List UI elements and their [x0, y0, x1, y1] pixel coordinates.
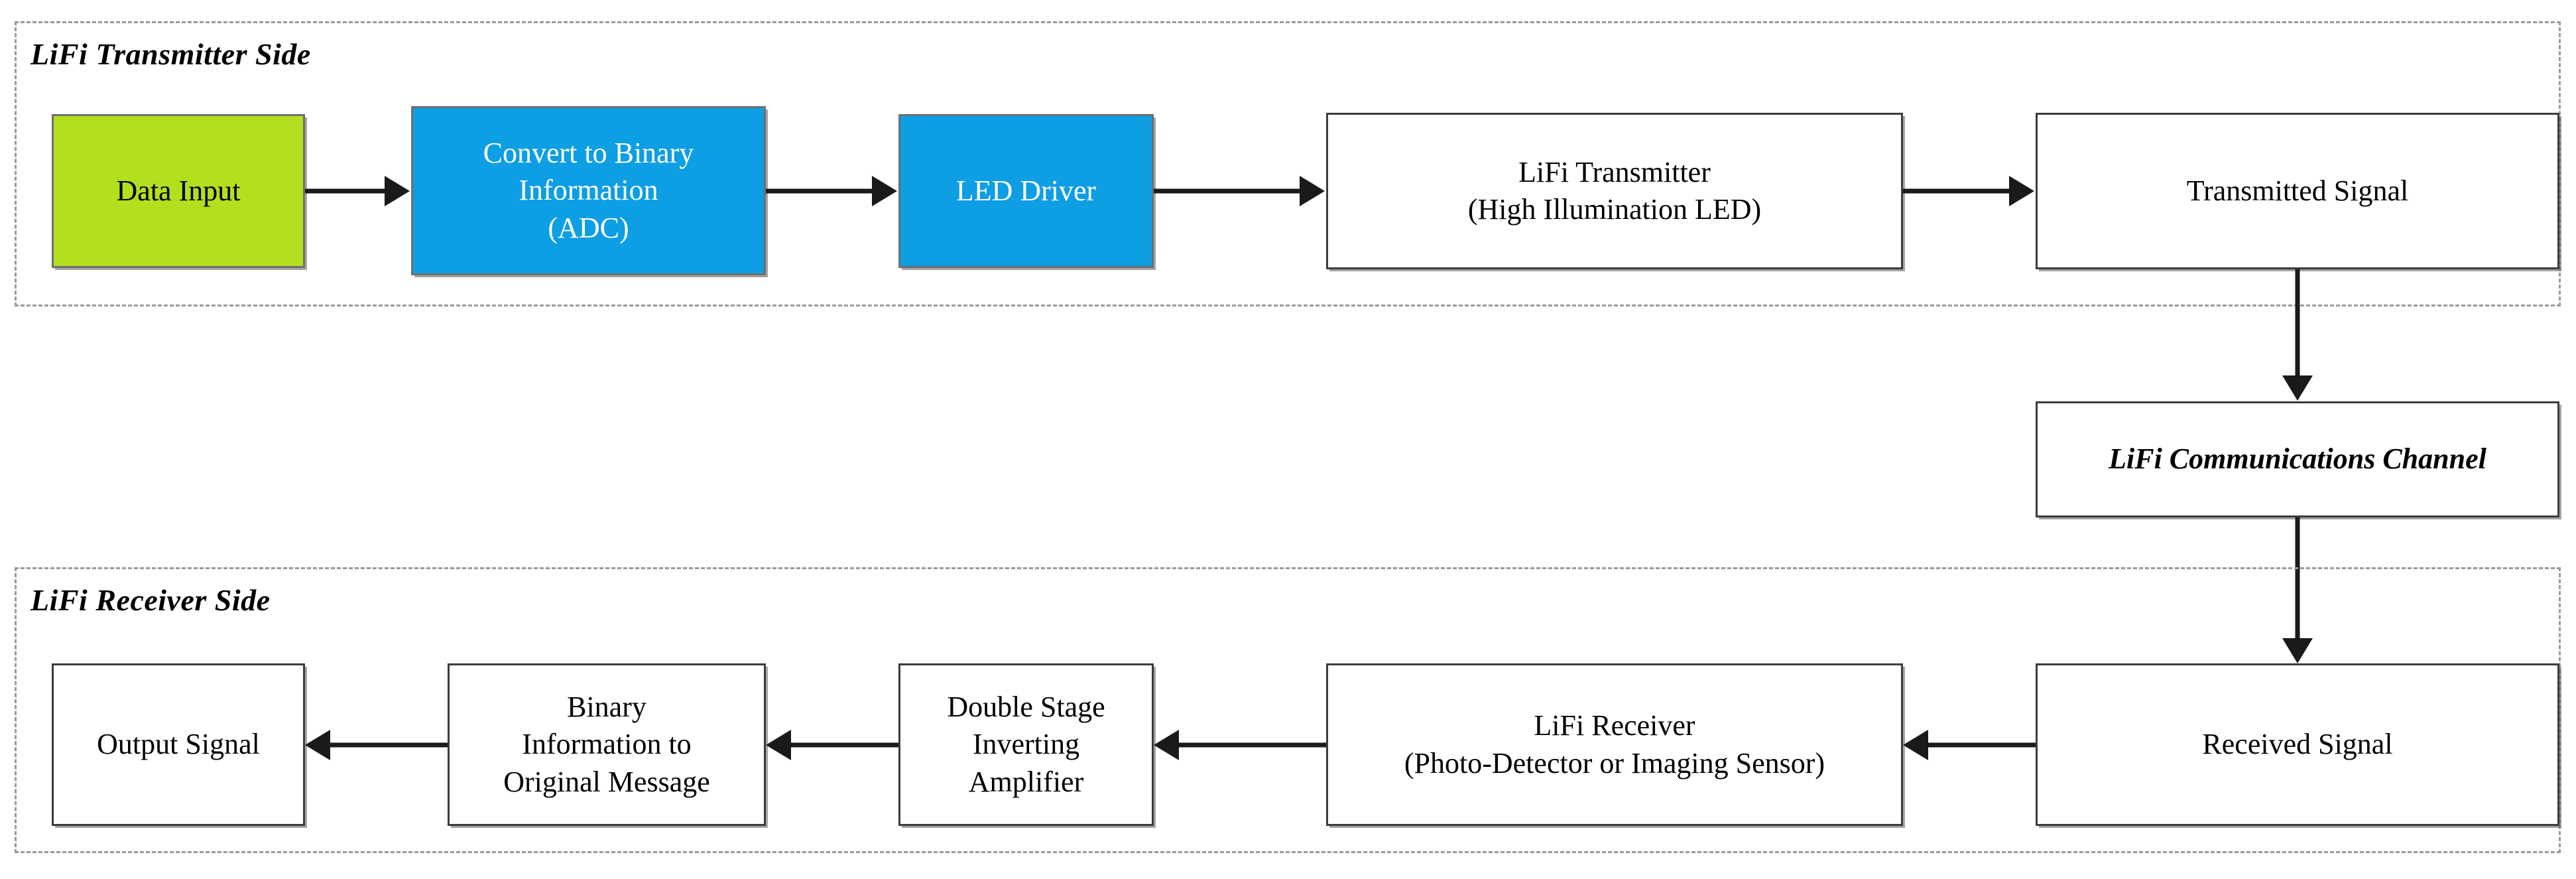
block-data-input[interactable]: Data Input — [52, 114, 305, 268]
connector-transmitted-signal-to-channel — [2282, 269, 2313, 402]
connector-shaft — [788, 742, 898, 748]
arrowhead-right-icon — [2009, 176, 2034, 206]
connector-shaft — [766, 188, 875, 194]
connector-shaft — [1154, 188, 1302, 194]
connector-led-driver-to-transmitter — [1154, 176, 1326, 206]
group-lifi-receiver-side — [15, 567, 2561, 853]
block-label-lifi-communications-channel: LiFi Communications Channel — [2109, 442, 2486, 476]
block-transmitted-signal[interactable]: Transmitted Signal — [2036, 113, 2559, 269]
block-led-driver[interactable]: LED Driver — [898, 114, 1154, 268]
arrowhead-right-icon — [872, 176, 897, 206]
connector-convert-to-led-driver — [766, 176, 898, 206]
connector-shaft — [1176, 742, 1326, 748]
block-label-lifi-receiver: LiFi Receiver (Photo-Detector or Imaging… — [1404, 709, 1825, 779]
arrowhead-left-icon — [305, 730, 330, 760]
block-label-data-input: Data Input — [116, 174, 241, 207]
block-label-transmitted-signal: Transmitted Signal — [2186, 174, 2409, 207]
connector-amplifier-to-binary — [766, 730, 898, 760]
arrowhead-left-icon — [1154, 730, 1179, 760]
block-lifi-communications-channel[interactable]: LiFi Communications Channel — [2036, 401, 2559, 517]
block-lifi-receiver[interactable]: LiFi Receiver (Photo-Detector or Imaging… — [1326, 663, 1903, 826]
block-label-led-driver: LED Driver — [955, 174, 1097, 207]
block-output-signal[interactable]: Output Signal — [52, 663, 305, 826]
block-label-inverting-amplifier: Double Stage Inverting Amplifier — [947, 691, 1105, 798]
connector-transmitter-to-transmitted-signal — [1903, 176, 2036, 206]
arrowhead-down-icon — [2282, 638, 2313, 663]
connector-shaft — [2295, 269, 2300, 378]
connector-data-input-to-convert — [305, 176, 411, 206]
group-label-transmitter: LiFi Transmitter Side — [31, 37, 311, 71]
block-convert-to-binary[interactable]: Convert to Binary Information (ADC) — [411, 106, 766, 275]
connector-shaft — [2295, 517, 2300, 641]
connector-shaft — [328, 742, 448, 748]
arrowhead-down-icon — [2282, 375, 2313, 401]
arrowhead-right-icon — [385, 176, 410, 206]
connector-channel-to-received-signal — [2282, 517, 2313, 665]
connector-receiver-to-amplifier — [1154, 730, 1326, 760]
block-binary-to-message[interactable]: Binary Information to Original Message — [448, 663, 766, 826]
group-lifi-transmitter-side — [15, 21, 2561, 306]
arrowhead-right-icon — [1300, 176, 1325, 206]
block-label-output-signal: Output Signal — [97, 728, 260, 761]
connector-binary-to-output-signal — [305, 730, 448, 760]
block-label-lifi-transmitter: LiFi Transmitter (High Illumination LED) — [1467, 155, 1762, 226]
block-inverting-amplifier[interactable]: Double Stage Inverting Amplifier — [898, 663, 1154, 826]
arrowhead-left-icon — [766, 730, 791, 760]
block-label-convert-to-binary: Convert to Binary Information (ADC) — [483, 137, 694, 244]
block-label-received-signal: Received Signal — [2202, 728, 2393, 761]
arrowhead-left-icon — [1903, 730, 1928, 760]
connector-shaft — [1903, 188, 2012, 194]
group-label-receiver: LiFi Receiver Side — [31, 583, 271, 617]
connector-shaft — [1926, 742, 2036, 748]
block-label-binary-to-message: Binary Information to Original Message — [503, 691, 710, 798]
block-lifi-transmitter[interactable]: LiFi Transmitter (High Illumination LED) — [1326, 113, 1903, 269]
connector-shaft — [305, 188, 387, 194]
connector-received-signal-to-receiver — [1903, 730, 2036, 760]
block-received-signal[interactable]: Received Signal — [2036, 663, 2559, 826]
